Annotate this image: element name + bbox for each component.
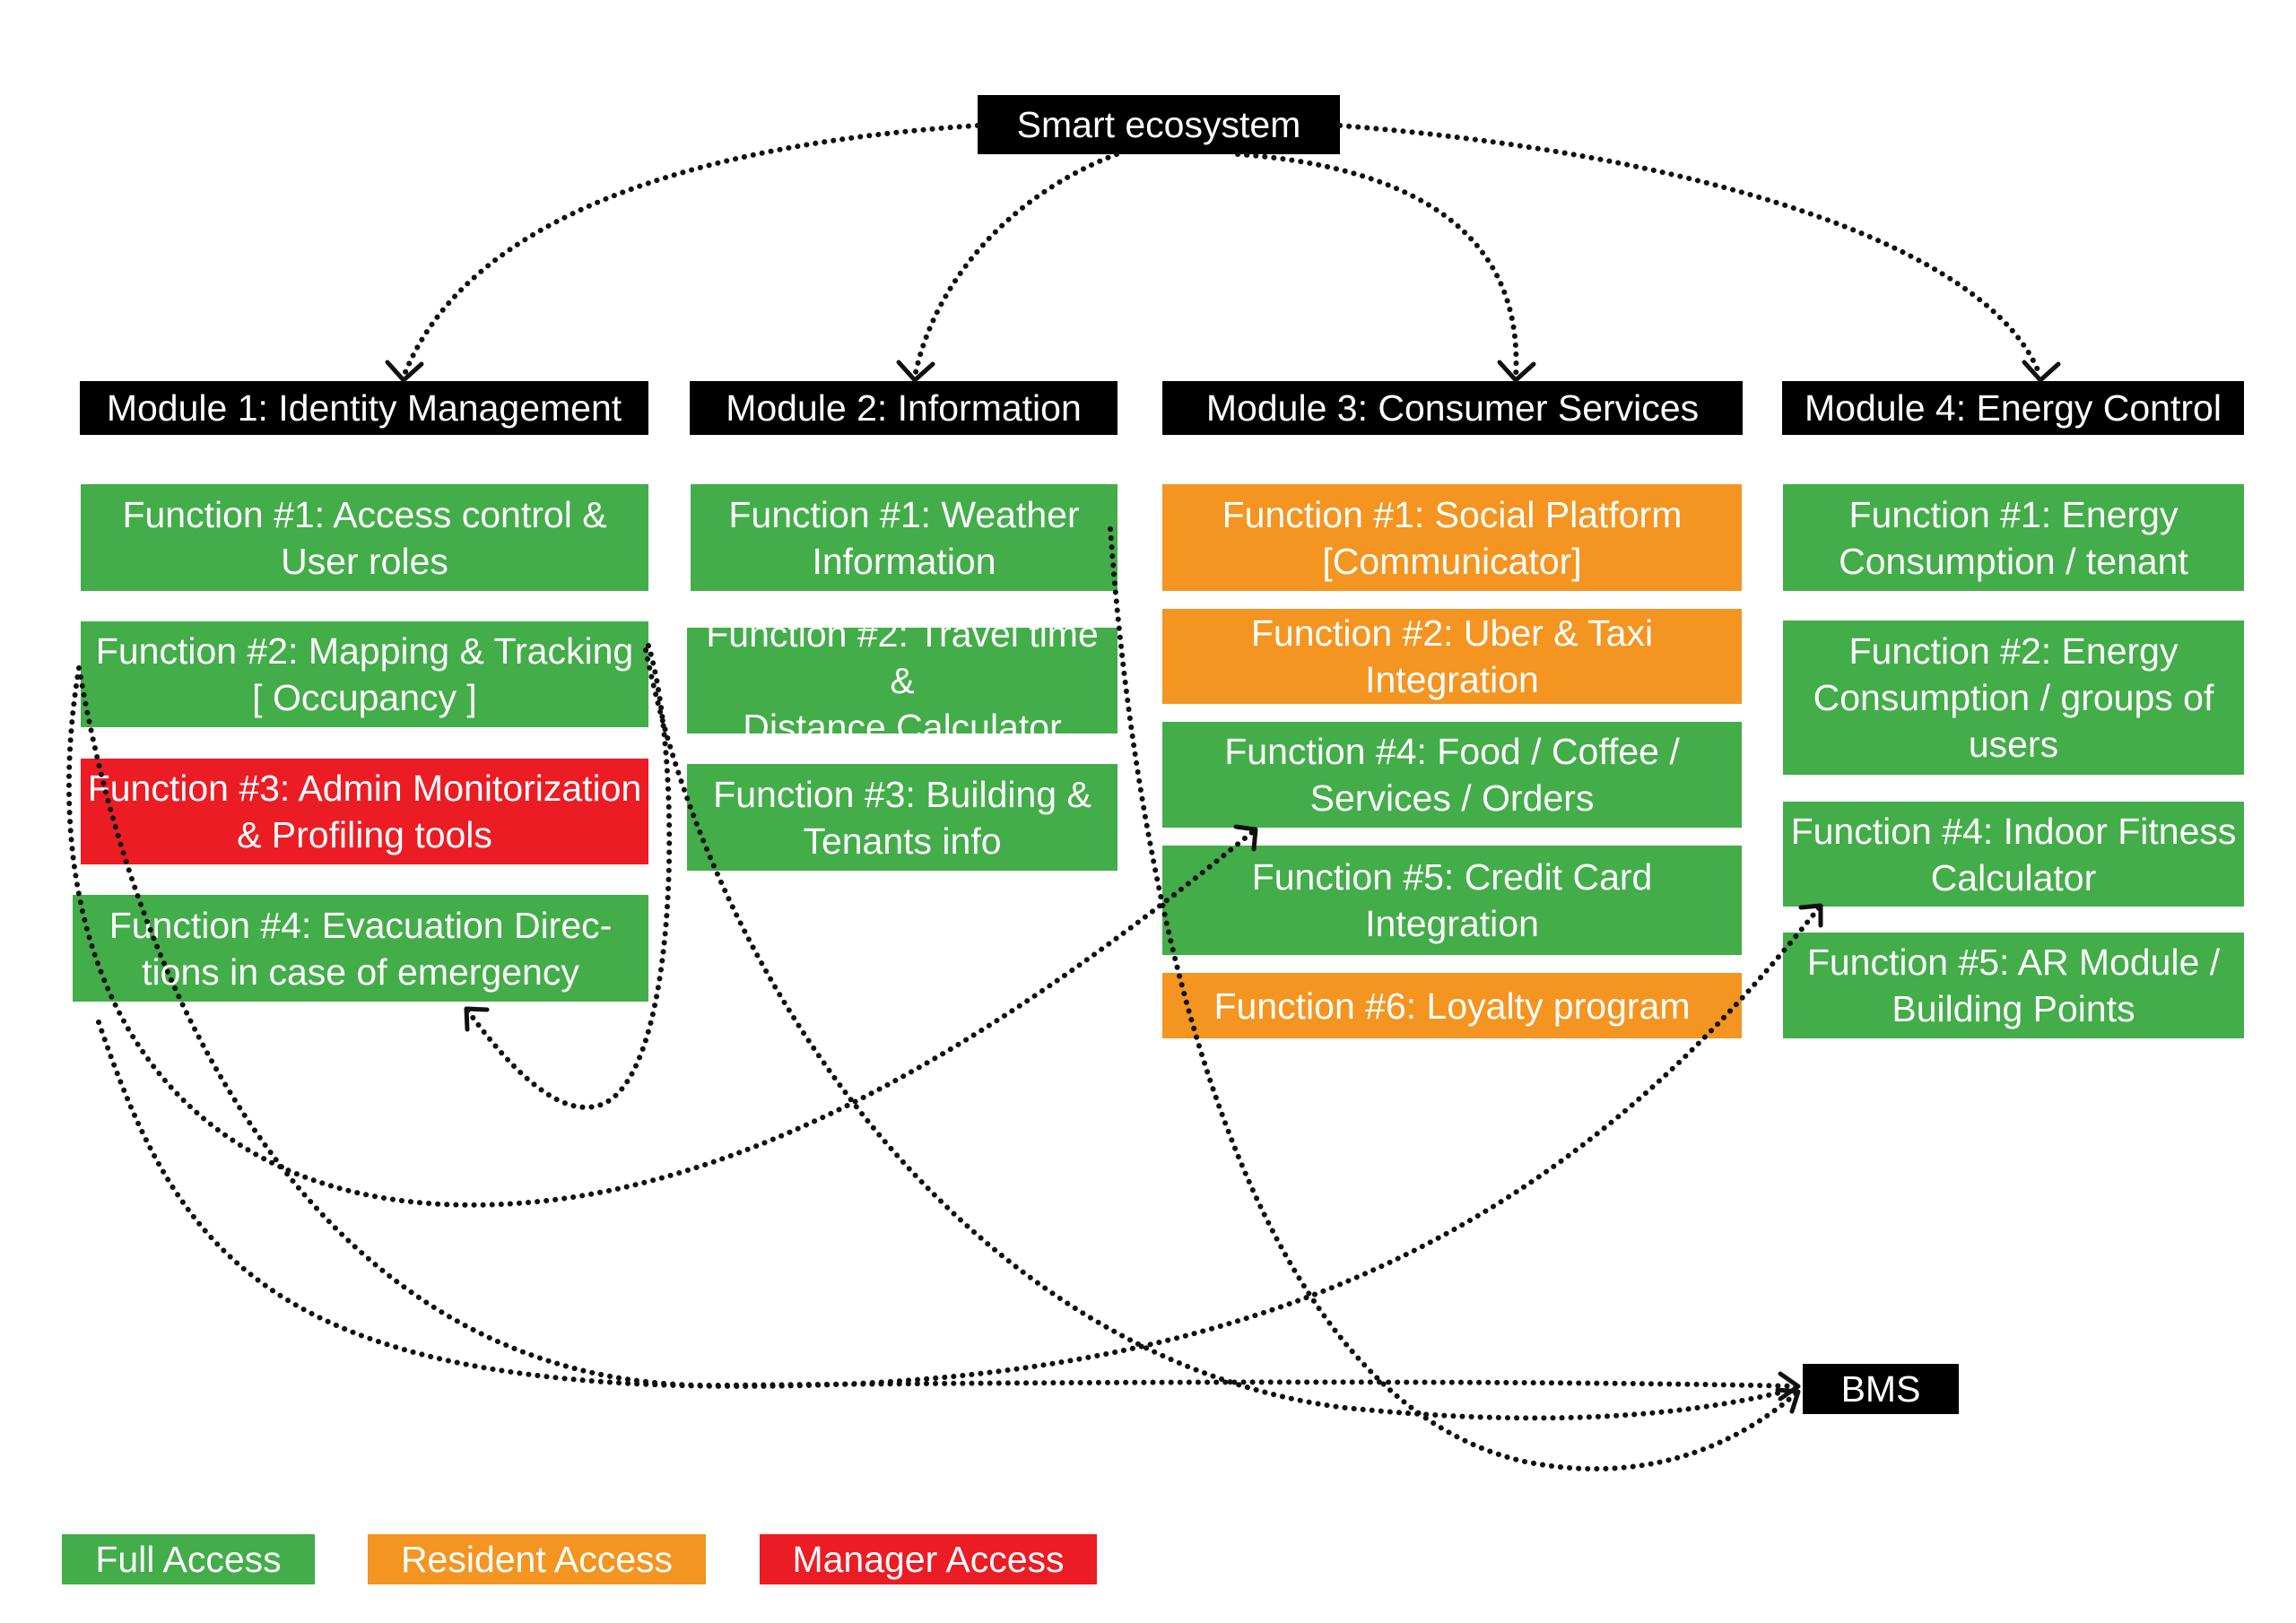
- function-label: Function #1: Weather Information: [728, 493, 1080, 582]
- function-label: Function #2: Uber & Taxi Integration: [1250, 612, 1654, 700]
- arrowhead: [1775, 1387, 1801, 1414]
- legend-label: Manager Access: [792, 1539, 1065, 1580]
- connector-root-to-module-2: [912, 152, 1119, 379]
- arrowhead: [1778, 1371, 1801, 1402]
- arrowhead: [1497, 360, 1536, 383]
- module-3-header: Module 3: Consumer Services: [1162, 381, 1743, 435]
- module-4-header: Module 4: Energy Control: [1782, 381, 2244, 435]
- function-label: Function #1: Social Platform [Communicat…: [1222, 493, 1683, 582]
- connector-root-to-module-4: [1337, 123, 2043, 379]
- function-box: Function #1: Energy Consumption / tenant: [1783, 484, 2244, 591]
- module-1-title: Module 1: Identity Management: [106, 387, 622, 429]
- legend-item: Resident Access: [368, 1534, 706, 1584]
- smart-ecosystem-label: Smart ecosystem: [1016, 104, 1301, 145]
- function-label: Function #4: Food / Coffee / Services / …: [1224, 731, 1680, 819]
- legend-label: Resident Access: [400, 1539, 674, 1580]
- arrowhead: [1798, 903, 1823, 928]
- bms-node: BMS: [1803, 1364, 1959, 1414]
- function-label: Function #3: Admin Monitorization & Prof…: [87, 768, 642, 855]
- function-box: Function #2: Mapping & Tracking [ Occupa…: [81, 621, 648, 727]
- function-label: Function #4: Indoor Fitness Calculator: [1790, 810, 2237, 898]
- function-box: Function #5: AR Module / Building Points: [1783, 933, 2244, 1038]
- legend-label: Full Access: [95, 1539, 282, 1580]
- connector-root-to-module-1: [401, 123, 980, 379]
- module-2-header: Module 2: Information: [690, 381, 1118, 435]
- bms-label: BMS: [1840, 1368, 1921, 1410]
- function-label: Function #6: Loyalty program: [1213, 985, 1691, 1027]
- function-box: Function #3: Admin Monitorization & Prof…: [81, 759, 648, 864]
- function-label: Function #3: Building & Tenants info: [713, 773, 1091, 862]
- function-box: Function #1: Weather Information: [691, 484, 1118, 591]
- function-box: Function #5: Credit Card Integration: [1162, 846, 1742, 955]
- function-box: Function #4: Food / Coffee / Services / …: [1162, 722, 1742, 828]
- smart-ecosystem-node: Smart ecosystem: [978, 95, 1340, 154]
- function-box: Function #3: Building & Tenants info: [687, 764, 1118, 871]
- function-box: Function #6: Loyalty program: [1162, 973, 1742, 1038]
- function-box: Function #2: Energy Consumption / groups…: [1783, 621, 2244, 775]
- function-label: Function #4: Evacuation Direc- tions in …: [109, 904, 613, 993]
- function-label: Function #2: Travel time & Distance Calc…: [706, 613, 1099, 748]
- function-box: Function #4: Indoor Fitness Calculator: [1783, 802, 2244, 907]
- legend-item: Manager Access: [760, 1534, 1097, 1584]
- function-label: Function #2: Energy Consumption / groups…: [1813, 630, 2214, 765]
- function-box: Function #4: Evacuation Direc- tions in …: [73, 895, 648, 1002]
- function-box: Function #2: Travel time & Distance Calc…: [687, 613, 1118, 748]
- arrowhead: [2022, 360, 2061, 383]
- function-label: Function #5: AR Module / Building Points: [1806, 942, 2221, 1029]
- connector-root-to-module-3: [1235, 152, 1519, 379]
- function-label: Function #5: Credit Card Integration: [1251, 856, 1653, 944]
- function-label: Function #1: Energy Consumption / tenant: [1839, 493, 2188, 582]
- function-label: Function #2: Mapping & Tracking [ Occupa…: [95, 630, 634, 718]
- arrowhead: [896, 360, 935, 383]
- function-box: Function #2: Uber & Taxi Integration: [1162, 609, 1742, 704]
- function-box: Function #1: Social Platform [Communicat…: [1162, 484, 1742, 591]
- arrowhead: [464, 1006, 490, 1032]
- module-1-header: Module 1: Identity Management: [80, 381, 648, 435]
- arrowhead: [385, 360, 424, 383]
- legend-item: Full Access: [62, 1534, 315, 1584]
- function-box: Function #1: Access control & User roles: [81, 484, 648, 591]
- function-label: Function #1: Access control & User roles: [122, 493, 607, 582]
- module-3-title: Module 3: Consumer Services: [1205, 387, 1700, 429]
- module-4-title: Module 4: Energy Control: [1805, 387, 2222, 429]
- module-2-title: Module 2: Information: [726, 387, 1082, 429]
